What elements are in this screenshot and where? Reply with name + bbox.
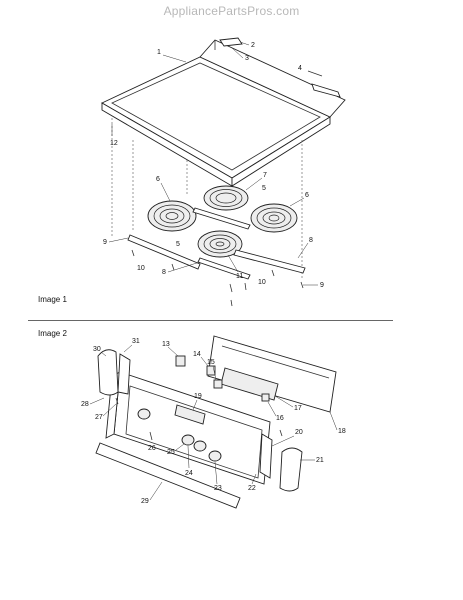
callout-7: 7 bbox=[263, 172, 267, 179]
callout-5b: 5 bbox=[176, 241, 180, 248]
switch-13 bbox=[175, 355, 186, 367]
callout-29: 29 bbox=[141, 498, 149, 505]
clip-part bbox=[219, 37, 243, 47]
screws bbox=[131, 249, 304, 307]
callout-27: 27 bbox=[95, 414, 103, 421]
callout-4: 4 bbox=[298, 65, 302, 72]
callout-2: 2 bbox=[251, 42, 255, 49]
image-1-label: Image 1 bbox=[38, 295, 67, 304]
callout-5a: 5 bbox=[262, 185, 266, 192]
knob-c bbox=[208, 450, 222, 462]
callout-18: 18 bbox=[338, 428, 346, 435]
end-cap-right-bracket bbox=[259, 433, 273, 479]
section-divider bbox=[28, 320, 393, 321]
callout-8b: 8 bbox=[162, 269, 166, 276]
switch-16 bbox=[261, 393, 270, 402]
callout-6b: 6 bbox=[305, 192, 309, 199]
callout-26: 26 bbox=[148, 445, 156, 452]
switch-14 bbox=[206, 365, 216, 376]
rail-left bbox=[127, 234, 201, 270]
callout-13: 13 bbox=[162, 341, 170, 348]
image-2-label: Image 2 bbox=[38, 329, 67, 338]
callout-17: 17 bbox=[294, 405, 302, 412]
control-panel-assembly bbox=[95, 335, 337, 509]
knob-left bbox=[137, 408, 151, 420]
callout-10a: 10 bbox=[137, 265, 145, 272]
callout-12: 12 bbox=[110, 140, 118, 147]
callout-21: 21 bbox=[316, 457, 324, 464]
callout-16: 16 bbox=[276, 415, 284, 422]
callout-22: 22 bbox=[248, 485, 256, 492]
display-window bbox=[174, 404, 206, 425]
control-board bbox=[220, 367, 279, 401]
callout-3: 3 bbox=[245, 55, 249, 62]
rail-mid bbox=[192, 207, 251, 230]
callout-6a: 6 bbox=[156, 176, 160, 183]
main-top bbox=[101, 56, 331, 179]
callout-9a: 9 bbox=[103, 239, 107, 246]
trim-strip bbox=[95, 442, 241, 509]
callout-1: 1 bbox=[157, 49, 161, 56]
callout-25: 25 bbox=[167, 449, 175, 456]
burner-right bbox=[250, 203, 298, 233]
cooktop-assembly bbox=[101, 37, 346, 307]
bracket-part bbox=[311, 83, 341, 98]
end-cap-left-bracket bbox=[117, 353, 131, 395]
callout-19: 19 bbox=[194, 393, 202, 400]
callout-9b: 9 bbox=[320, 282, 324, 289]
callout-8a: 8 bbox=[309, 237, 313, 244]
burner-left bbox=[147, 200, 197, 232]
knob-a bbox=[181, 434, 195, 446]
end-cap-left bbox=[97, 349, 119, 396]
callout-20: 20 bbox=[295, 429, 303, 436]
callout-28: 28 bbox=[81, 401, 89, 408]
image-2-callouts: 13 14 15 16 17 18 19 20 21 22 23 24 25 2… bbox=[81, 338, 346, 505]
image-1-callouts: 1 2 3 4 5 5 6 6 7 8 8 9 9 10 10 11 12 bbox=[103, 41, 324, 289]
callout-31: 31 bbox=[132, 338, 140, 345]
rail-right bbox=[233, 249, 306, 274]
end-cap-right bbox=[279, 447, 303, 492]
callout-23: 23 bbox=[214, 485, 222, 492]
callout-30: 30 bbox=[93, 346, 101, 353]
knob-b bbox=[193, 440, 207, 452]
callout-11: 11 bbox=[236, 273, 243, 280]
callout-24: 24 bbox=[185, 470, 193, 477]
backguard bbox=[199, 39, 346, 118]
burner-front-center bbox=[197, 230, 243, 258]
callout-10b: 10 bbox=[258, 279, 266, 286]
callout-15: 15 bbox=[207, 359, 215, 366]
burner-rear-center bbox=[203, 185, 249, 211]
site-watermark: AppliancePartsPros.com bbox=[163, 4, 300, 18]
main-top-side bbox=[231, 116, 331, 187]
rail-front bbox=[197, 257, 251, 280]
switch-15 bbox=[213, 379, 223, 389]
callout-14: 14 bbox=[193, 351, 201, 358]
